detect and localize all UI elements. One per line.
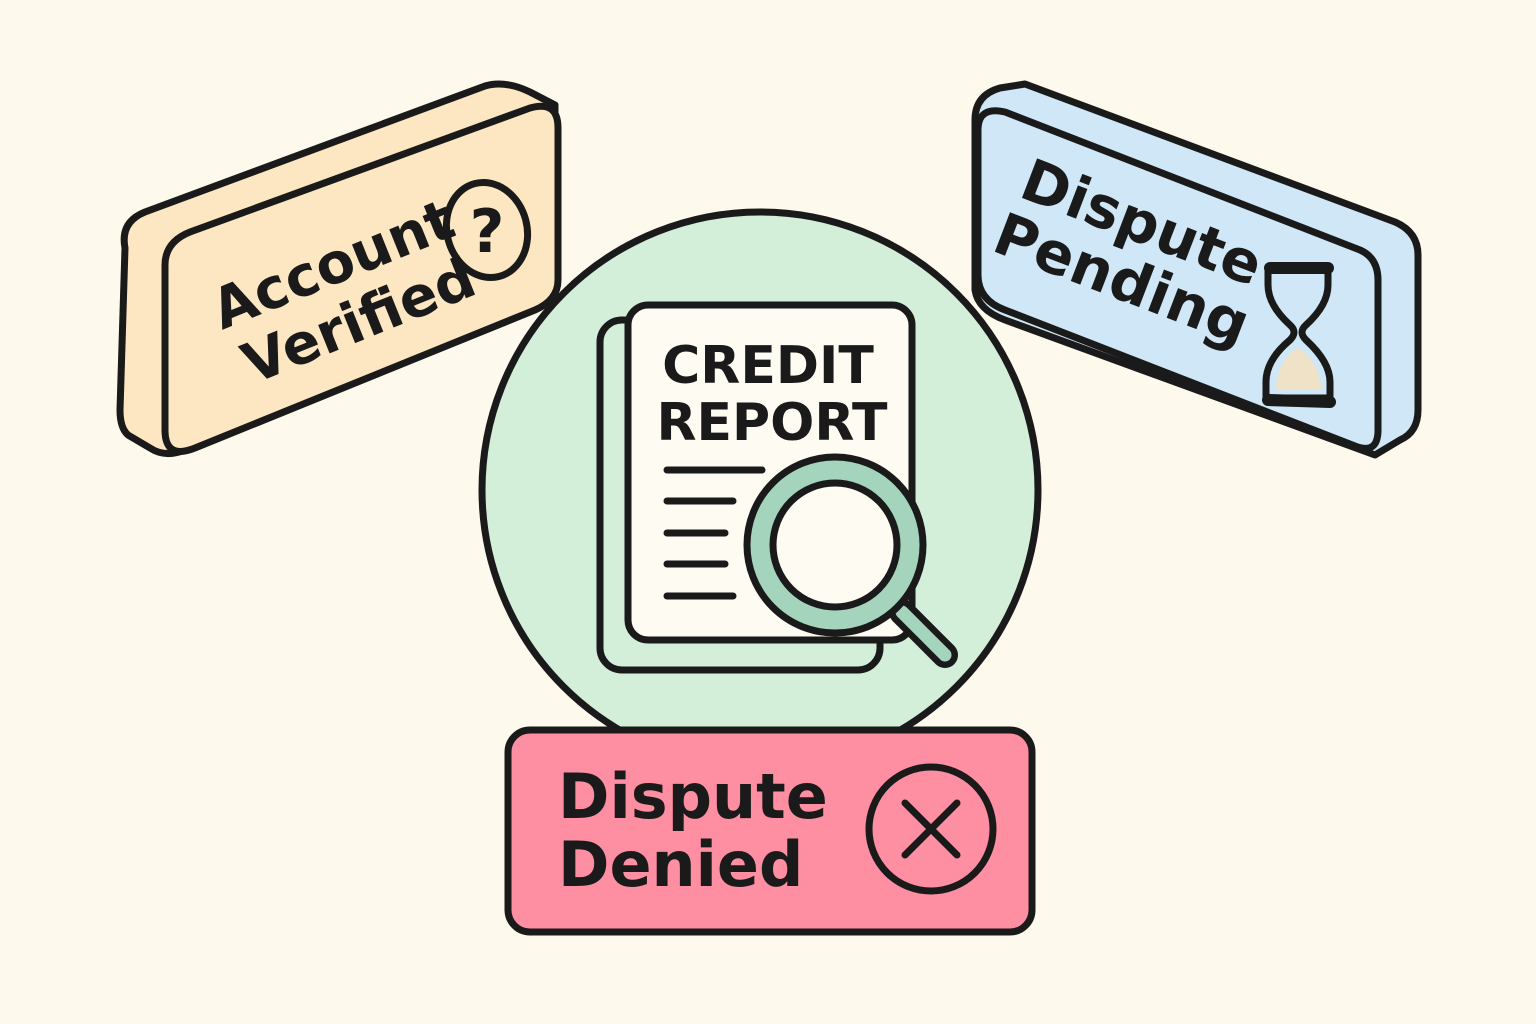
hourglass-icon xyxy=(1262,262,1336,408)
account-verified-badge: Account Verified ? xyxy=(116,80,562,457)
dispute-denied-line1: Dispute xyxy=(558,760,828,833)
report-title-line2: REPORT xyxy=(656,393,888,453)
report-title-line1: CREDIT xyxy=(662,336,874,396)
magnifying-glass-icon xyxy=(743,453,958,668)
dispute-pending-badge: Dispute Pending xyxy=(971,80,1422,459)
x-circle-icon xyxy=(865,763,997,895)
question-circle-icon: ? xyxy=(442,178,532,282)
dispute-denied-line2: Denied xyxy=(558,828,803,901)
svg-text:?: ? xyxy=(470,197,505,267)
dispute-denied-badge: Dispute Denied xyxy=(504,726,1036,936)
report-text-lines xyxy=(663,466,766,600)
